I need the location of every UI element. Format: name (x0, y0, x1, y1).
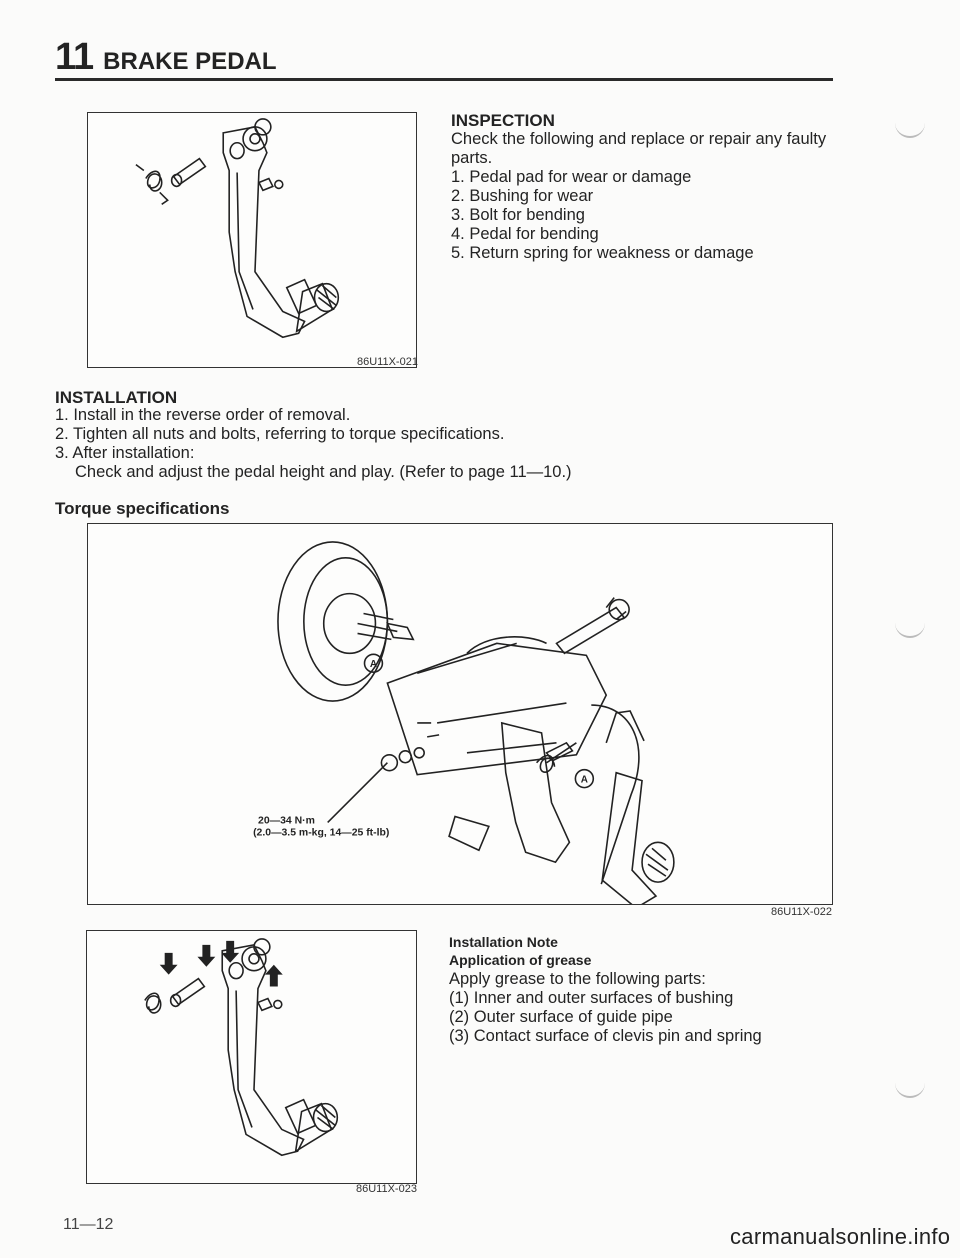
binding-mark (895, 622, 925, 638)
header-rule (55, 78, 833, 81)
figure-code: 86U11X-022 (771, 906, 832, 918)
figure-pedal-assembly: A A 20—34 N·m (2.0—3.5 m-kg, 14—25 ft-lb… (87, 523, 833, 905)
grease-text: Apply grease to the following parts: (1)… (449, 970, 762, 1046)
page-number: 11—12 (63, 1216, 114, 1233)
page-header: 11 BRAKE PEDAL (55, 36, 277, 79)
grease-subheading: Application of grease (449, 952, 592, 968)
inspection-item: 5. Return spring for weakness or damage (451, 244, 754, 262)
installation-step: 3. After installation: (55, 444, 195, 462)
installation-note-heading: Installation Note (449, 934, 558, 950)
grease-points-illustration (144, 938, 339, 1157)
inspection-item: 3. Bolt for bending (451, 206, 585, 224)
torque-callout-mkg: (2.0—3.5 m-kg, 14—25 ft-lb) (253, 827, 389, 838)
inspection-intro-line: Check the following and replace or repai… (451, 130, 827, 148)
grease-item: (2) Outer surface of guide pipe (449, 1008, 673, 1026)
section-title: BRAKE PEDAL (103, 48, 277, 75)
grease-item: (3) Contact surface of clevis pin and sp… (449, 1027, 762, 1045)
installation-step: 2. Tighten all nuts and bolts, referring… (55, 425, 505, 443)
section-number: 11 (55, 36, 94, 78)
inspection-item: 4. Pedal for bending (451, 225, 599, 243)
inspection-intro-line: parts. (451, 149, 493, 167)
installation-step-detail: Check and adjust the pedal height and pl… (75, 463, 572, 481)
binding-mark (895, 1082, 925, 1098)
callout-a-label: A (370, 659, 377, 670)
inspection-item: 1. Pedal pad for wear or damage (451, 168, 692, 186)
pedal-assembly-illustration: A A 20—34 N·m (2.0—3.5 m-kg, 14—25 ft-lb… (253, 541, 675, 904)
grease-intro: Apply grease to the following parts: (449, 970, 706, 988)
torque-callout-nm: 20—34 N·m (258, 815, 315, 826)
callout-a-label: A (581, 775, 588, 786)
installation-step: 1. Install in the reverse order of remov… (55, 406, 351, 424)
inspection-heading: INSPECTION (451, 111, 555, 130)
inspection-item: 2. Bushing for wear (451, 187, 594, 205)
figure-code: 86U11X-021 (357, 356, 418, 368)
binding-mark (895, 122, 925, 138)
inspection-text: Check the following and replace or repai… (451, 130, 826, 263)
pedal-parts-illustration (135, 118, 340, 339)
figure-code: 86U11X-023 (356, 1183, 417, 1195)
torque-heading: Torque specifications (55, 499, 230, 518)
grease-item: (1) Inner and outer surfaces of bushing (449, 989, 734, 1007)
figure-grease-points (86, 930, 417, 1184)
figure-pedal-parts (87, 112, 417, 368)
installation-steps: 1. Install in the reverse order of remov… (55, 406, 572, 482)
watermark: carmanualsonline.info (730, 1224, 951, 1249)
installation-heading: INSTALLATION (55, 388, 178, 407)
